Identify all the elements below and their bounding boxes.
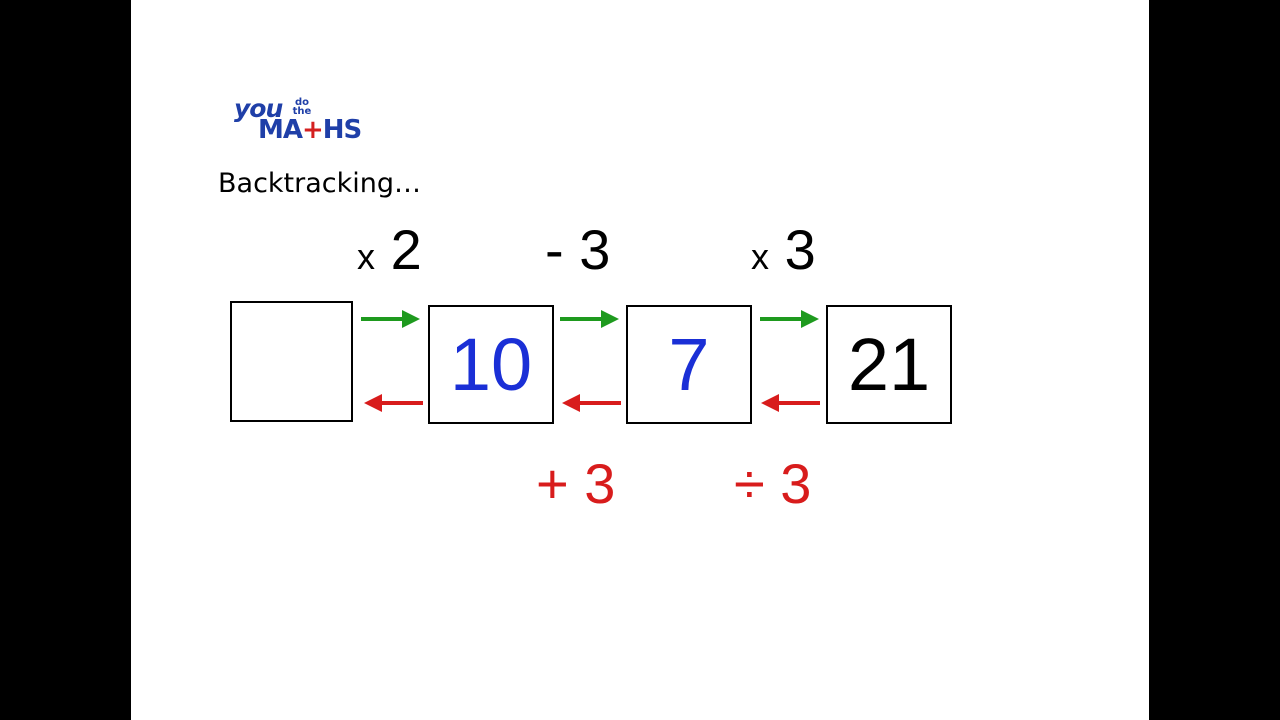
logo-maths-text: MA+HS — [258, 115, 362, 145]
forward-op-3-number: 3 — [784, 218, 816, 281]
logo-hs: HS — [322, 115, 362, 145]
inverse-op-1: + 3 — [536, 452, 616, 515]
box-21: 21 — [826, 305, 952, 424]
forward-op-1-symbol: x — [357, 236, 375, 277]
forward-op-2-symbol: - — [545, 218, 564, 281]
forward-arrow-3-icon — [760, 310, 819, 328]
page-title: Backtracking… — [218, 168, 422, 199]
box-7-value: 7 — [668, 322, 710, 406]
box-10: 10 — [428, 305, 554, 424]
forward-arrow-1-icon — [361, 310, 420, 328]
logo-ma: MA — [258, 115, 303, 145]
backward-arrow-2-icon — [562, 394, 621, 412]
box-10-value: 10 — [449, 322, 533, 406]
forward-op-3-symbol: x — [751, 236, 769, 277]
forward-op-2: - 3 — [545, 222, 610, 278]
forward-op-1: x 2 — [357, 222, 422, 278]
box-21-value: 21 — [847, 322, 931, 406]
forward-op-2-number: 3 — [579, 218, 611, 281]
inverse-op-2: ÷ 3 — [734, 452, 812, 515]
box-7: 7 — [626, 305, 752, 424]
backward-arrow-1-icon — [364, 394, 423, 412]
forward-arrow-2-icon — [560, 310, 619, 328]
backward-arrow-3-icon — [761, 394, 820, 412]
logo-you-text: you — [234, 94, 283, 123]
you-do-the-maths-logo: you do the MA+HS — [234, 96, 379, 148]
logo-do-the-text: do the — [292, 97, 312, 117]
input-box — [230, 301, 353, 422]
logo-plus: + — [302, 115, 324, 145]
forward-op-3: x 3 — [751, 222, 816, 278]
forward-op-1-number: 2 — [390, 218, 422, 281]
